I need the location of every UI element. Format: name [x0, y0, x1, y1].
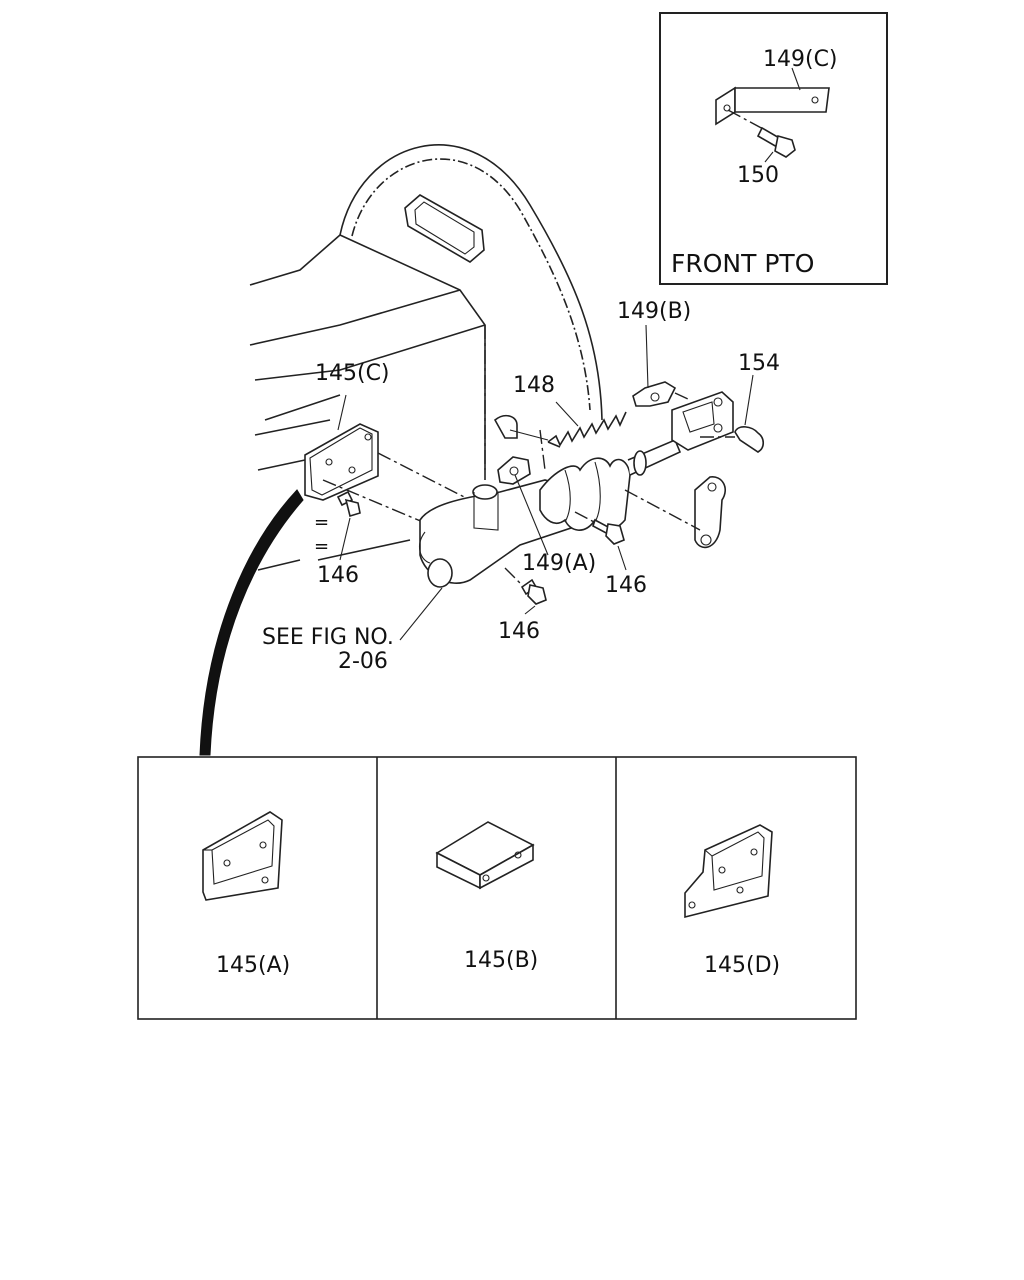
- label-149c: 149(C): [763, 47, 838, 72]
- label-see-fig-line1: SEE FIG NO.: [262, 625, 394, 650]
- label-150: 150: [737, 163, 779, 188]
- label-149a: 149(A): [522, 551, 596, 576]
- svg-text:=: =: [314, 512, 329, 533]
- label-145c: 145(C): [315, 361, 390, 386]
- front-pto-inset: 149(C) 150 FRONT PTO: [659, 12, 888, 285]
- clevis-yoke-drawing: [632, 324, 765, 453]
- label-148: 148: [513, 373, 555, 398]
- bracket-149c-drawing: [715, 67, 830, 131]
- bracket-145a-drawing: [202, 811, 283, 901]
- bolt-146-left-drawing: = =: [314, 490, 361, 561]
- label-145a: 145(A): [216, 953, 290, 978]
- washer-149a-drawing: [497, 456, 549, 556]
- bolt-150-drawing: [756, 126, 796, 163]
- bolt-146-bottom-drawing: [504, 567, 547, 615]
- label-146-right: 146: [605, 573, 647, 598]
- front-pto-inset-frame: [659, 12, 888, 285]
- variant-panels-frame: [137, 756, 857, 1020]
- clutch-cylinder-drawing: [419, 438, 682, 588]
- label-145b: 145(B): [464, 948, 538, 973]
- label-145d: 145(D): [704, 953, 780, 978]
- variant-panels: 145(A) 145(B) 145(D): [137, 756, 857, 1020]
- front-pto-title: FRONT PTO: [671, 249, 814, 278]
- label-see-fig-line2: 2-06: [338, 649, 388, 674]
- inspection-cover: [404, 194, 485, 263]
- block-145b-drawing: [435, 821, 535, 890]
- main-assembly: = =: [199, 144, 780, 756]
- variant-pointer-arrow: [199, 489, 304, 756]
- see-fig-leader: [399, 587, 443, 641]
- flywheel-housing: [339, 144, 603, 421]
- release-lever-drawing: [624, 476, 726, 549]
- bracket-145c-drawing: [304, 394, 471, 526]
- label-149b: 149(B): [617, 299, 691, 324]
- bracket-145d-drawing: [684, 824, 773, 919]
- spring-148-drawing: [493, 401, 627, 448]
- label-146-bottom: 146: [498, 619, 540, 644]
- bolt-146-right-drawing: [574, 511, 627, 571]
- label-146-left: 146: [317, 563, 359, 588]
- label-154: 154: [738, 351, 780, 376]
- svg-text:=: =: [314, 536, 329, 557]
